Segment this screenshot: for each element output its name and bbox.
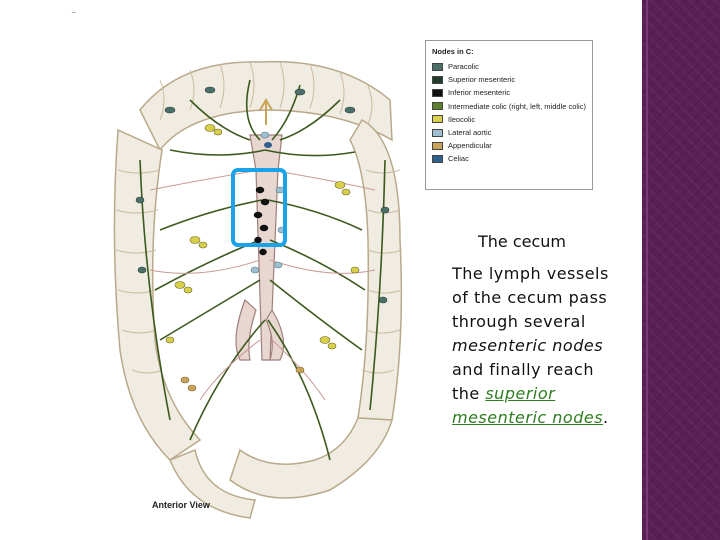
legend-item: Ileocolic: [432, 113, 586, 126]
legend-swatch: [432, 115, 443, 123]
legend-label: Inferior mesenteric: [448, 88, 510, 97]
corner-mark: ‾: [72, 12, 75, 23]
legend-label: Intermediate colic (right, left, middle …: [448, 102, 586, 111]
legend-label: Ileocolic: [448, 115, 475, 124]
colon-lymph-illustration: [100, 40, 430, 525]
legend-item: Appendicular: [432, 139, 586, 152]
body-prefix: The lymph vessels of the cecum pass thro…: [452, 264, 609, 331]
legend-item: Inferior mesenteric: [432, 86, 586, 99]
legend-label: Appendicular: [448, 141, 492, 150]
decorative-side-band: [642, 0, 720, 540]
legend-swatch: [432, 102, 443, 110]
legend-label: Celiac: [448, 154, 469, 163]
decorative-side-line: [646, 0, 648, 540]
legend-swatch: [432, 142, 443, 150]
legend-swatch: [432, 63, 443, 71]
legend-item: Celiac: [432, 152, 586, 165]
legend-label: Superior mesenteric: [448, 75, 515, 84]
legend-title: Nodes in C:: [432, 47, 586, 56]
legend-swatch: [432, 155, 443, 163]
body-emphasis: mesenteric nodes: [452, 336, 603, 355]
body-suffix: .: [603, 408, 609, 427]
legend-item: Lateral aortic: [432, 126, 586, 139]
legend-item: Intermediate colic (right, left, middle …: [432, 100, 586, 113]
legend-item: Superior mesenteric: [432, 73, 586, 86]
anterior-view-label: Anterior View: [152, 500, 210, 510]
legend-swatch: [432, 76, 443, 84]
legend-swatch: [432, 89, 443, 97]
slide-heading: The cecum: [478, 232, 566, 251]
legend-label: Paracolic: [448, 62, 479, 71]
legend-label: Lateral aortic: [448, 128, 491, 137]
legend-item: Paracolic: [432, 60, 586, 73]
slide-body: The lymph vessels of the cecum pass thro…: [452, 262, 627, 430]
legend-swatch: [432, 129, 443, 137]
